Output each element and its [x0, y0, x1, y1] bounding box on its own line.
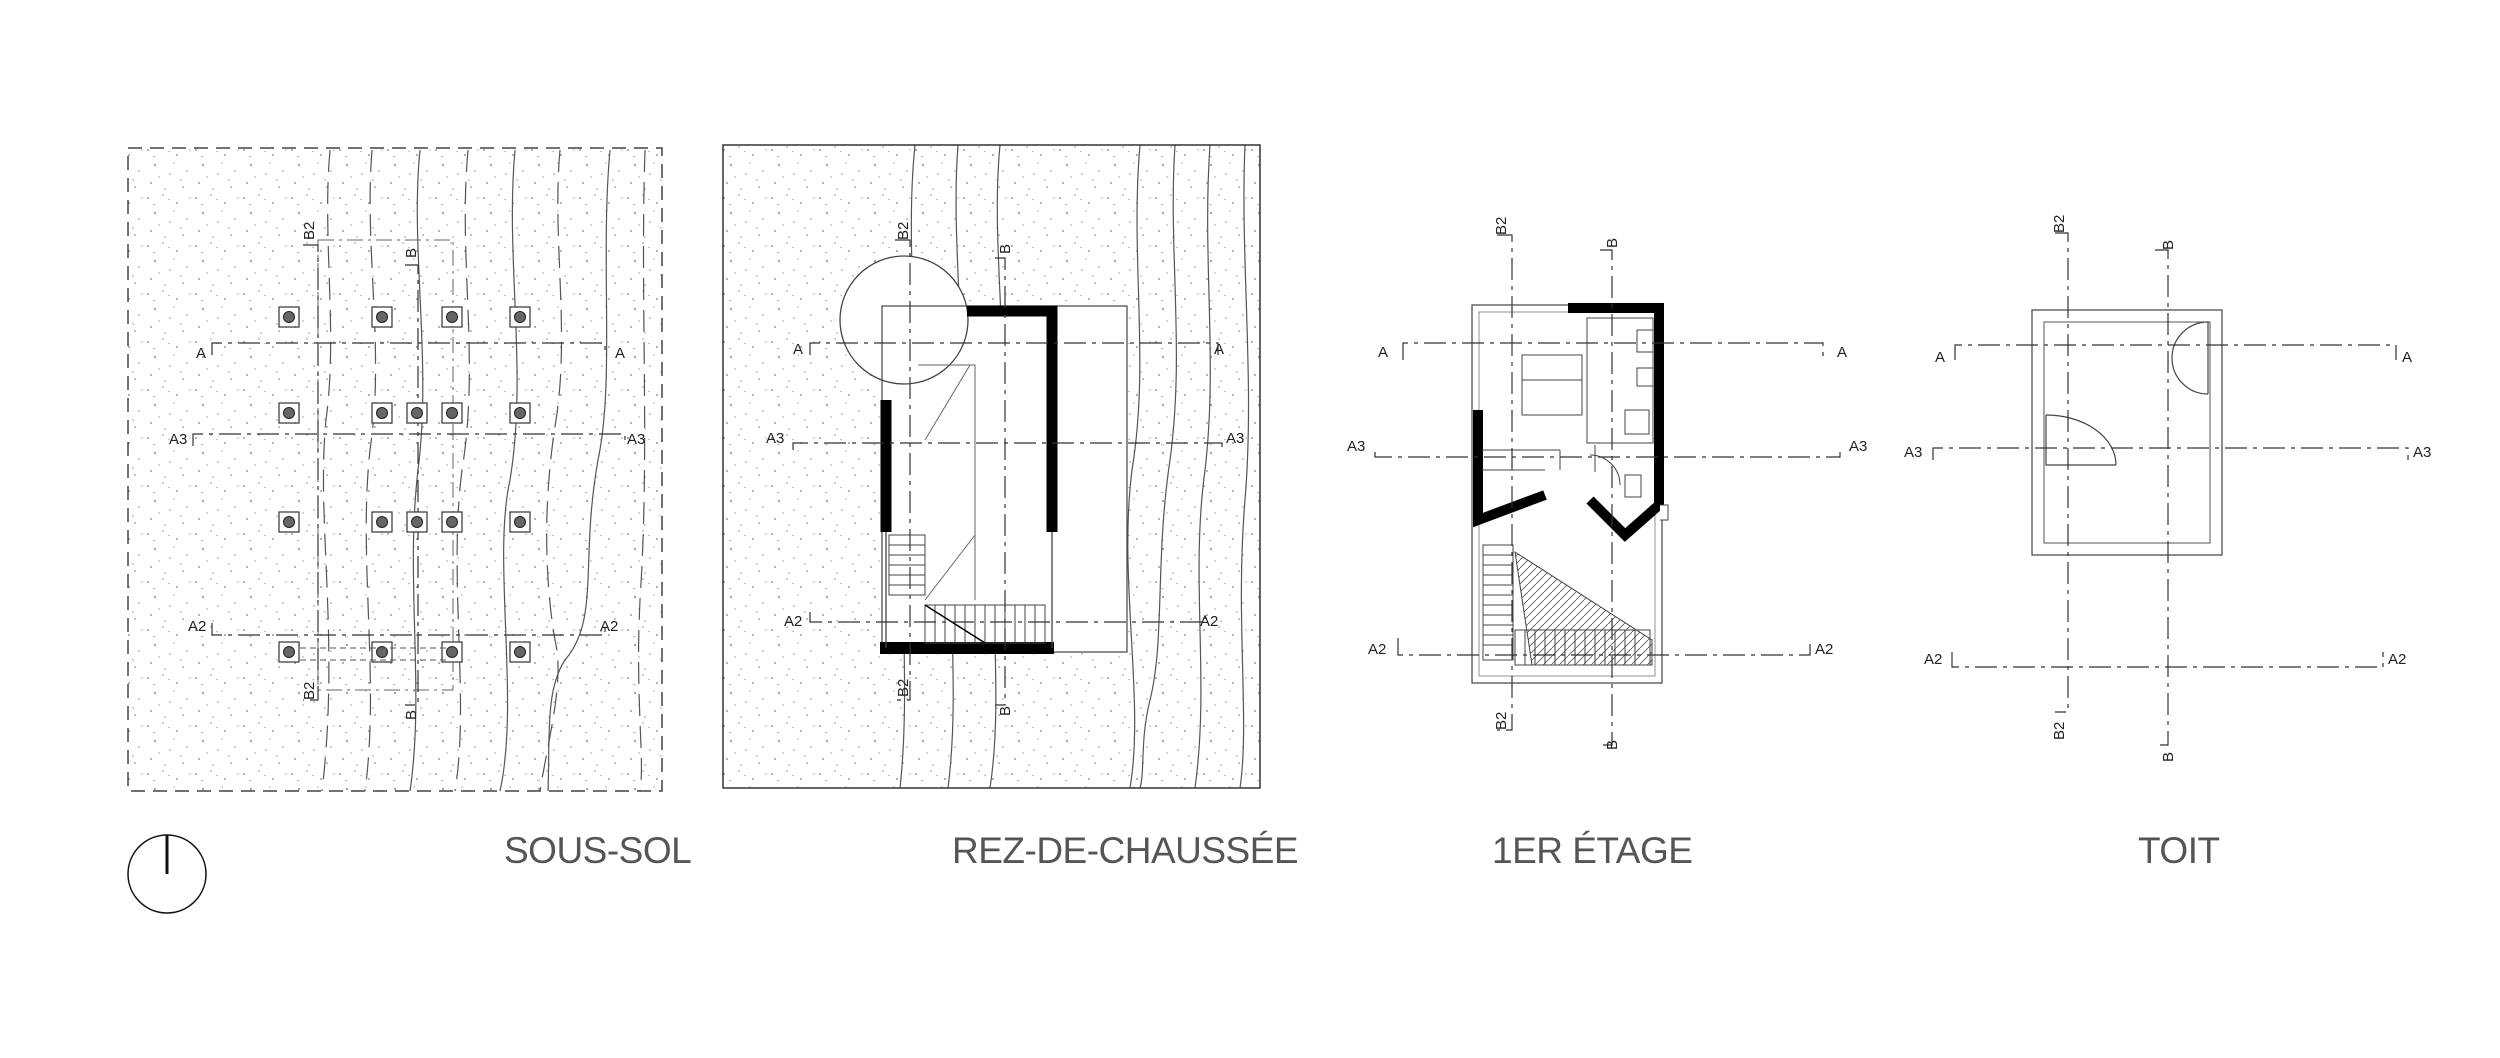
- section-label-a3: A3: [1904, 444, 1922, 461]
- plan-toit: A A A3 A3 A2 A2 B2 B2 B B: [1904, 215, 2431, 762]
- section-label-a3: A3: [2413, 444, 2431, 461]
- section-label-b: B: [997, 244, 1014, 254]
- pile-core: [514, 516, 526, 528]
- pile-core: [376, 407, 388, 419]
- site-boundary: [127, 147, 663, 792]
- section-label-b2: B2: [301, 682, 318, 700]
- pile-core: [514, 407, 526, 419]
- section-label-a3: A3: [169, 431, 187, 448]
- section-label-a2: A2: [784, 613, 802, 630]
- plan-title-rez-de-chaussee: REZ-DE-CHAUSSÉE: [952, 830, 1299, 871]
- section-label-b: B: [1604, 740, 1621, 750]
- section-label-b2: B2: [301, 222, 318, 240]
- section-label-a: A: [2402, 349, 2412, 366]
- plan-rez-de-chaussee: A A A3 A3 A2 A2 B2 B2 B B: [722, 144, 1261, 789]
- section-label-b2: B2: [2051, 215, 2068, 233]
- section-label-a: A: [793, 341, 803, 358]
- section-label-b: B: [2160, 240, 2177, 250]
- pile-core: [283, 646, 295, 658]
- section-label-a: A: [1214, 341, 1224, 358]
- section-label-b2: B2: [1493, 712, 1510, 730]
- section-label-a3: A3: [1226, 430, 1244, 447]
- pile-core: [446, 646, 458, 658]
- pile-core: [446, 516, 458, 528]
- pile-core: [411, 407, 423, 419]
- section-label-a2: A2: [1368, 641, 1386, 658]
- pile-core: [376, 646, 388, 658]
- section-label-b: B: [403, 248, 420, 258]
- section-label-a2: A2: [1200, 613, 1218, 630]
- section-label-a2: A2: [600, 618, 618, 635]
- section-label-a: A: [1837, 344, 1847, 361]
- section-label-a3: A3: [1849, 438, 1867, 455]
- section-label-b: B: [1604, 238, 1621, 248]
- plan-title-toit: TOIT: [2138, 830, 2220, 871]
- plan-title-1er-etage: 1ER ÉTAGE: [1492, 830, 1693, 871]
- section-label-a: A: [615, 345, 625, 362]
- pile-core: [514, 646, 526, 658]
- pile-core: [514, 311, 526, 323]
- section-label-b: B: [403, 710, 420, 720]
- plan-title-sous-sol: SOUS-SOL: [504, 830, 692, 871]
- section-label-a3: A3: [627, 431, 645, 448]
- roof-hatches: [2045, 321, 2209, 466]
- plan-sous-sol: A A A3 A3 A2 A2 B2 B2 B B: [127, 147, 663, 792]
- section-label-a2: A2: [1815, 641, 1833, 658]
- section-label-a2: A2: [188, 618, 206, 635]
- section-label-a3: A3: [766, 430, 784, 447]
- section-label-a: A: [1935, 349, 1945, 366]
- section-label-b2: B2: [2051, 722, 2068, 740]
- pile-core: [283, 407, 295, 419]
- pile-core: [283, 516, 295, 528]
- section-label-a2: A2: [1924, 651, 1942, 668]
- section-label-a2: A2: [2388, 651, 2406, 668]
- section-label-a: A: [1378, 344, 1388, 361]
- north-arrow-icon: [127, 834, 207, 914]
- section-label-b: B: [2160, 752, 2177, 762]
- pile-core: [446, 407, 458, 419]
- section-label-a: A: [196, 345, 206, 362]
- building-ground-floor: [839, 255, 1128, 654]
- pile-core: [376, 516, 388, 528]
- section-label-b: B: [997, 706, 1014, 716]
- section-label-b2: B2: [1493, 217, 1510, 235]
- foundation-piles: [278, 306, 531, 663]
- plan-1er-etage: A A A3 A3 A2 A2 B2 B2 B B: [1347, 217, 1867, 750]
- pile-core: [376, 311, 388, 323]
- pile-core: [411, 516, 423, 528]
- section-label-b2: B2: [895, 222, 912, 240]
- section-label-a3: A3: [1347, 438, 1365, 455]
- pile-core: [283, 311, 295, 323]
- section-label-b2: B2: [895, 679, 912, 697]
- pile-core: [446, 311, 458, 323]
